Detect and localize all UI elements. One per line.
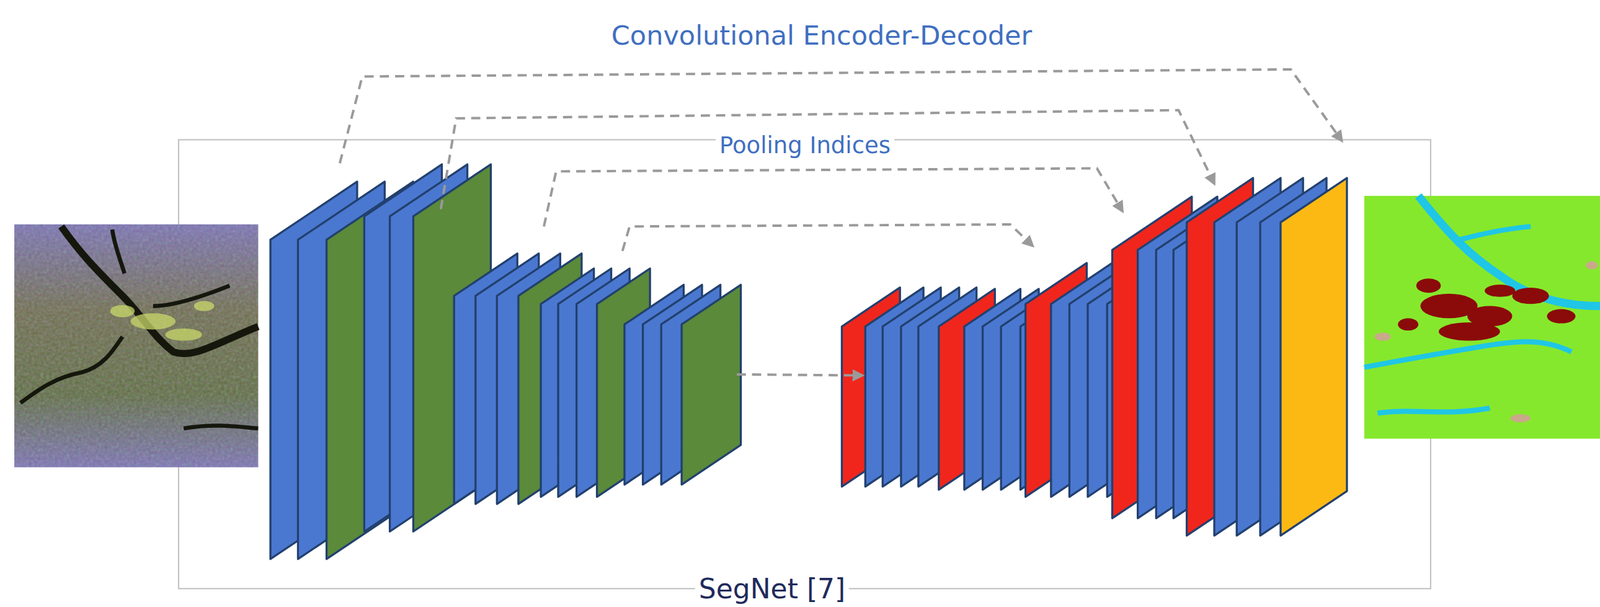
output-segmentation [1364, 195, 1600, 440]
layer-slab [1280, 177, 1347, 536]
pooling-label: Pooling Indices [715, 132, 895, 160]
pooling-index-arrow [543, 168, 1123, 227]
pooling-index-arrow [736, 374, 863, 376]
network-frame [178, 139, 1431, 589]
diagram-caption: SegNet [7] [695, 573, 849, 606]
layer-slab [681, 284, 741, 485]
diagram-title: Convolutional Encoder-Decoder [611, 20, 1032, 51]
pooling-index-arrow [440, 110, 1215, 210]
pooling-index-arrow [622, 224, 1033, 252]
pooling-index-arrow [339, 69, 1343, 164]
input-image [14, 224, 258, 468]
